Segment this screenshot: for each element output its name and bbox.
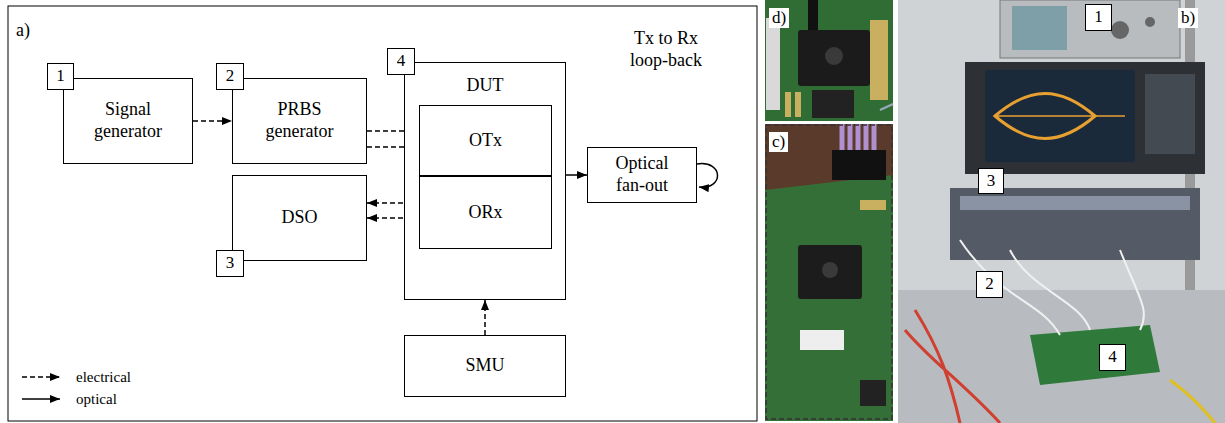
photo-b-part — [898, 290, 1225, 423]
process-box: Optical fan-out — [587, 147, 697, 203]
photo-c-part — [842, 124, 874, 152]
legend-item: electrical — [20, 368, 131, 386]
legend-item: optical — [20, 390, 117, 408]
device-box: DUT OTxORx — [404, 62, 566, 300]
photo-b-part — [898, 0, 1225, 423]
photo-d-part — [785, 92, 791, 117]
photo-b — [898, 0, 1225, 423]
panel-letter: a) — [16, 20, 30, 42]
callout-number: 4 — [387, 48, 415, 75]
process-box: DSO — [232, 175, 367, 261]
photo-c-part — [822, 262, 838, 278]
electrical-link — [484, 300, 486, 335]
photo-d-part — [808, 0, 818, 32]
legend-sample — [20, 390, 68, 408]
photo-c-part — [832, 150, 886, 180]
optical-link — [566, 174, 587, 176]
photo-d-part — [880, 104, 893, 110]
photo-d-part — [766, 18, 780, 110]
photo-d-part — [798, 30, 870, 86]
photo-b-part — [1012, 6, 1067, 50]
photo-d-part — [795, 92, 801, 117]
photo-c-part — [860, 200, 886, 210]
photo-d-part — [765, 0, 893, 121]
photo-b-part — [995, 115, 1125, 117]
photo-c-part — [860, 380, 886, 406]
photo-b-part — [960, 240, 1144, 335]
callout-number: 2 — [976, 271, 1003, 298]
legend-sample — [20, 368, 68, 386]
photo-c-part — [765, 124, 893, 421]
callout-number: 2 — [216, 63, 244, 90]
photo-c-part — [798, 245, 862, 299]
callout-number: 3 — [216, 250, 244, 277]
photo-b-part — [965, 62, 1205, 174]
box-label: Signal generator — [80, 99, 176, 142]
callout-number: 1 — [47, 63, 74, 90]
panel-letter: b) — [1178, 8, 1198, 28]
annotation: Tx to Rx loop-back — [613, 28, 719, 71]
photo-c-part — [766, 125, 892, 419]
legend-label: optical — [76, 390, 117, 408]
panel-letter: c) — [769, 132, 788, 152]
photo-c-part — [800, 330, 844, 350]
box-label: DSO — [281, 207, 317, 229]
process-box: SMU — [404, 335, 566, 397]
box-label: DUT — [467, 75, 504, 97]
photo-b-part — [960, 196, 1190, 210]
photo-b-part — [1145, 74, 1195, 154]
process-box: Signal generator — [63, 78, 193, 164]
callout-number: 3 — [978, 168, 1004, 194]
process-box: ORx — [419, 176, 552, 249]
box-label: ORx — [468, 202, 502, 224]
legend-line — [22, 376, 60, 378]
photo-d — [765, 0, 893, 121]
process-box: OTx — [419, 105, 552, 176]
photo-b-part — [1145, 17, 1155, 27]
photo-b-part — [985, 70, 1135, 162]
process-box: PRBS generator — [232, 78, 367, 164]
box-label: Optical fan-out — [602, 153, 682, 196]
photo-b-part — [950, 188, 1200, 260]
panel-frame — [8, 6, 757, 421]
panel-letter: d) — [769, 8, 789, 28]
callout-number: 4 — [1099, 344, 1126, 371]
box-label: PRBS generator — [250, 99, 350, 142]
electrical-link — [193, 120, 232, 122]
loop-back-arrow — [697, 164, 718, 188]
photo-c-part — [765, 175, 893, 421]
photo-d-part — [870, 20, 888, 100]
photo-b-part — [1030, 325, 1160, 385]
legend-label: electrical — [76, 368, 131, 386]
photo-b-part — [905, 310, 1000, 423]
callout-number: 1 — [1085, 4, 1112, 31]
photo-b-part — [1000, 0, 1180, 58]
photo-b-part — [1170, 380, 1215, 423]
photo-b-part — [1111, 21, 1129, 39]
legend-line — [22, 398, 60, 400]
photo-c — [765, 124, 893, 421]
box-label: SMU — [465, 355, 504, 377]
box-label: OTx — [469, 130, 502, 152]
photo-d-part — [825, 47, 843, 65]
photo-d-part — [812, 90, 854, 118]
